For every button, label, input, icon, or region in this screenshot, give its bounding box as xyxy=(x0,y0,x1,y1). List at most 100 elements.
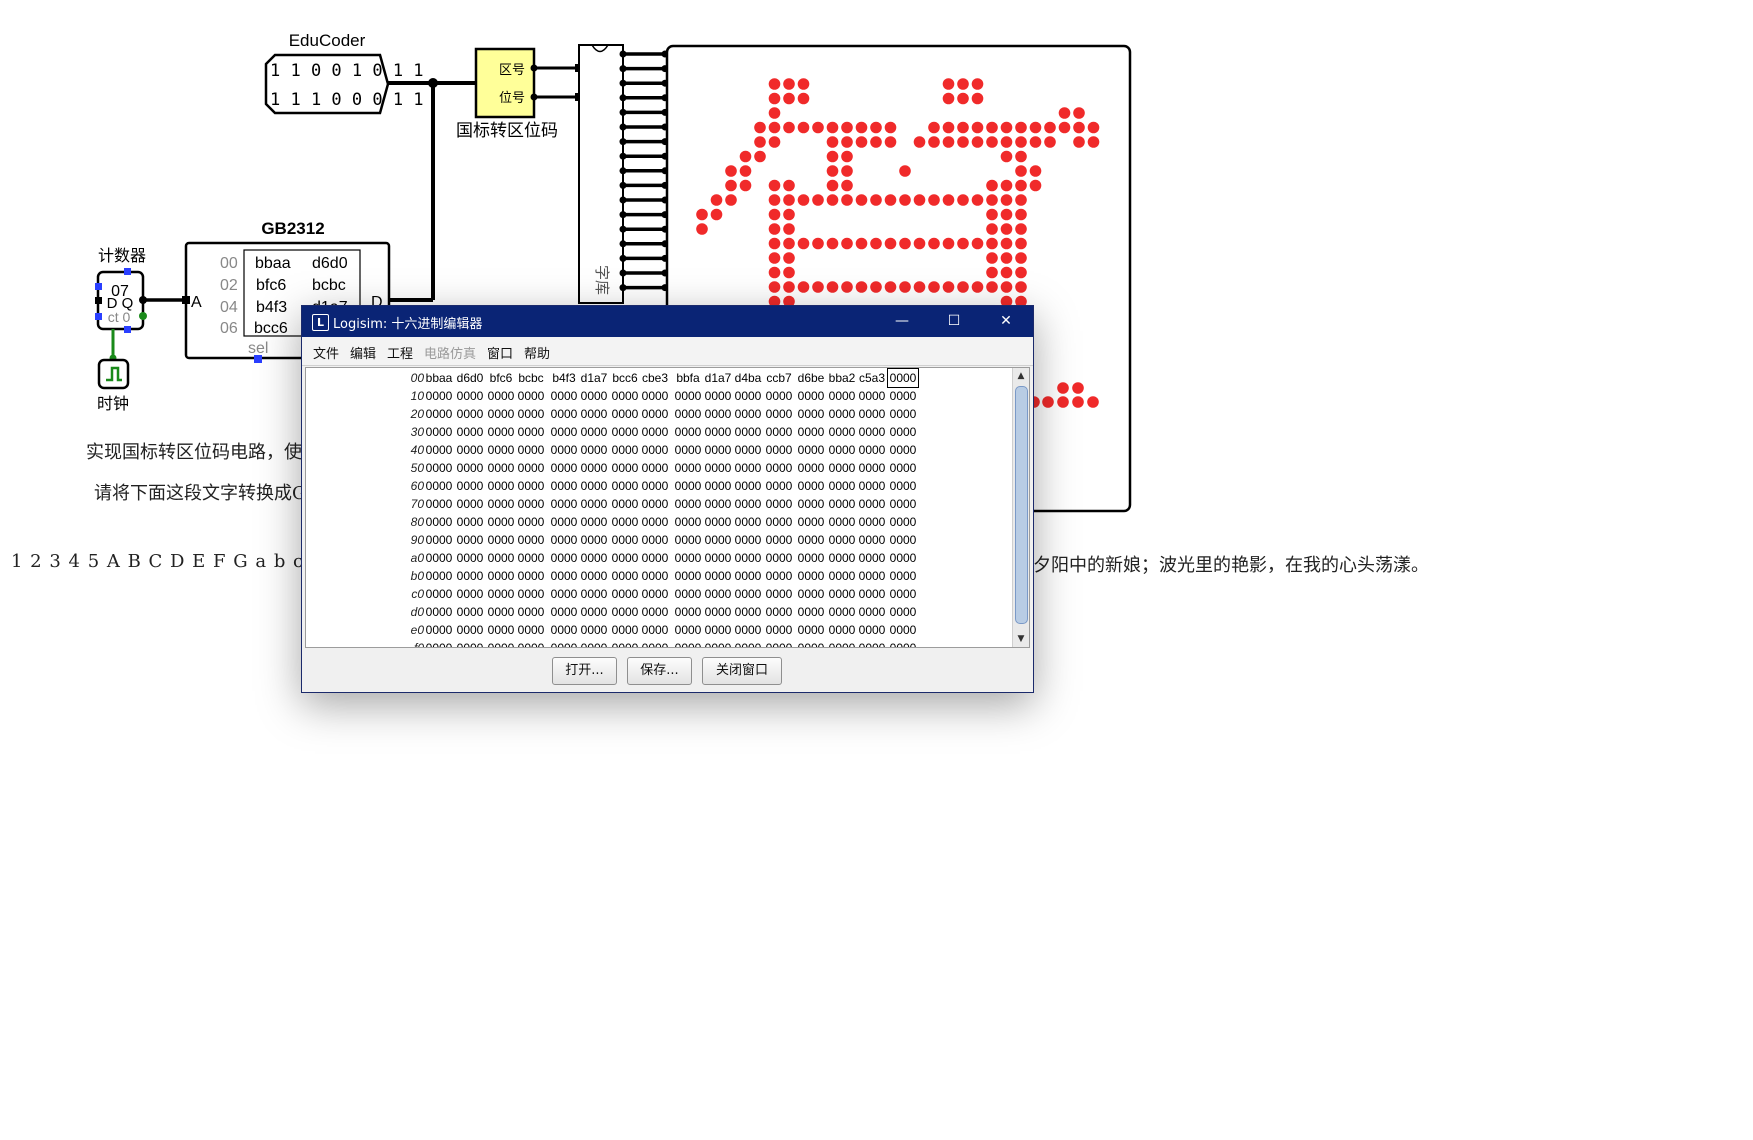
clock-block[interactable] xyxy=(97,358,130,390)
menu-project[interactable]: 工程 xyxy=(387,347,414,362)
hex-cell[interactable]: 0000 xyxy=(641,605,669,619)
hex-cell[interactable]: 0000 xyxy=(517,443,545,457)
hex-cell[interactable]: 0000 xyxy=(456,587,484,601)
hex-cell[interactable]: 0000 xyxy=(734,551,762,565)
title-bar[interactable]: L Logisim: 十六进制编辑器 — ☐ ✕ xyxy=(302,306,1033,337)
hex-cell[interactable]: 0000 xyxy=(641,443,669,457)
hex-cell[interactable]: 0000 xyxy=(580,461,608,475)
hex-cell[interactable]: 0000 xyxy=(456,443,484,457)
hex-cell[interactable]: 0000 xyxy=(456,407,484,421)
hex-cell[interactable]: 0000 xyxy=(889,515,917,529)
hex-cell[interactable]: 0000 xyxy=(641,641,669,648)
hex-cell[interactable]: 0000 xyxy=(517,407,545,421)
hex-cell[interactable]: 0000 xyxy=(641,407,669,421)
hex-cell[interactable]: 0000 xyxy=(425,533,453,547)
counter-pin[interactable] xyxy=(95,297,102,304)
hex-cell[interactable]: 0000 xyxy=(674,443,702,457)
hex-cell[interactable]: 0000 xyxy=(765,497,793,511)
maximize-button[interactable]: ☐ xyxy=(947,313,961,329)
hex-cell[interactable]: 0000 xyxy=(425,461,453,475)
hex-cell[interactable]: 0000 xyxy=(580,443,608,457)
hex-cell[interactable]: 0000 xyxy=(487,605,515,619)
hex-cell[interactable]: 0000 xyxy=(828,569,856,583)
hex-cell[interactable]: 0000 xyxy=(889,587,917,601)
hex-cell[interactable]: 0000 xyxy=(734,569,762,583)
hex-cell[interactable]: 0000 xyxy=(674,641,702,648)
hex-cell[interactable]: 0000 xyxy=(858,461,886,475)
hex-cell[interactable]: 0000 xyxy=(611,623,639,637)
hex-cell[interactable]: d1a7 xyxy=(580,371,608,385)
hex-cell[interactable]: 0000 xyxy=(797,551,825,565)
hex-cell[interactable]: 0000 xyxy=(641,425,669,439)
hex-cell[interactable]: 0000 xyxy=(889,551,917,565)
hex-cell[interactable]: 0000 xyxy=(550,407,578,421)
hex-cell[interactable]: 0000 xyxy=(611,533,639,547)
hex-cell[interactable]: 0000 xyxy=(580,479,608,493)
hex-cell[interactable]: c5a3 xyxy=(858,371,886,385)
hex-cell[interactable]: 0000 xyxy=(828,479,856,493)
hex-cell[interactable]: 0000 xyxy=(797,641,825,648)
minimize-button[interactable]: — xyxy=(895,313,909,329)
hex-cell[interactable]: 0000 xyxy=(858,407,886,421)
hex-cell[interactable]: 0000 xyxy=(889,533,917,547)
hex-cell[interactable]: 0000 xyxy=(611,407,639,421)
hex-cell[interactable]: 0000 xyxy=(580,497,608,511)
hex-cell[interactable]: 0000 xyxy=(456,623,484,637)
hex-cell[interactable]: 0000 xyxy=(797,443,825,457)
hex-cell[interactable]: 0000 xyxy=(828,425,856,439)
hex-cell[interactable]: 0000 xyxy=(611,551,639,565)
hex-cell[interactable]: 0000 xyxy=(425,479,453,493)
hex-cell[interactable]: 0000 xyxy=(611,515,639,529)
hex-cell[interactable]: 0000 xyxy=(674,587,702,601)
hex-cell[interactable]: 0000 xyxy=(858,497,886,511)
hex-cell[interactable]: 0000 xyxy=(580,569,608,583)
hex-cell[interactable]: 0000 xyxy=(674,515,702,529)
hex-cell[interactable]: 0000 xyxy=(425,443,453,457)
hex-cell[interactable]: 0000 xyxy=(704,461,732,475)
hex-cell[interactable]: 0000 xyxy=(517,605,545,619)
hex-cell[interactable]: 0000 xyxy=(580,425,608,439)
hex-cell[interactable]: 0000 xyxy=(797,479,825,493)
hex-cell[interactable]: 0000 xyxy=(425,623,453,637)
hex-cell[interactable]: 0000 xyxy=(704,515,732,529)
hex-cell[interactable]: 0000 xyxy=(641,569,669,583)
hex-cell[interactable]: ccb7 xyxy=(766,371,792,385)
hex-cell[interactable]: 0000 xyxy=(425,551,453,565)
hex-cell[interactable]: 0000 xyxy=(517,497,545,511)
hex-cell[interactable]: 0000 xyxy=(674,461,702,475)
hex-cell[interactable]: 0000 xyxy=(550,443,578,457)
hex-cell[interactable]: 0000 xyxy=(425,569,453,583)
menu-window[interactable]: 窗口 xyxy=(487,347,514,362)
hex-cell[interactable]: 0000 xyxy=(550,497,578,511)
hex-cell[interactable]: 0000 xyxy=(704,533,732,547)
hex-cell[interactable]: 0000 xyxy=(550,389,578,403)
hex-cell[interactable]: 0000 xyxy=(611,587,639,601)
hex-cell[interactable]: 0000 xyxy=(828,461,856,475)
hex-cell[interactable]: 0000 xyxy=(734,425,762,439)
hex-cell[interactable]: d1a7 xyxy=(704,371,732,385)
hex-cell[interactable]: 0000 xyxy=(889,425,917,439)
hex-cell[interactable]: 0000 xyxy=(889,443,917,457)
hex-cell[interactable]: 0000 xyxy=(456,425,484,439)
hex-cell[interactable]: 0000 xyxy=(828,641,856,648)
hex-cell[interactable]: 0000 xyxy=(550,551,578,565)
hex-cell[interactable]: 0000 xyxy=(487,515,515,529)
hex-cell[interactable]: 0000 xyxy=(828,389,856,403)
open-button[interactable]: 打开... xyxy=(552,657,617,685)
hex-cell[interactable]: 0000 xyxy=(887,368,919,388)
hex-cell[interactable]: 0000 xyxy=(828,551,856,565)
hex-cell[interactable]: 0000 xyxy=(487,389,515,403)
hex-cell[interactable]: 0000 xyxy=(734,443,762,457)
hex-cell[interactable]: d6d0 xyxy=(456,371,484,385)
hex-cell[interactable]: 0000 xyxy=(734,515,762,529)
hex-cell[interactable]: 0000 xyxy=(641,533,669,547)
hex-cell[interactable]: 0000 xyxy=(611,389,639,403)
hex-cell[interactable]: 0000 xyxy=(674,569,702,583)
hex-cell[interactable]: 0000 xyxy=(765,551,793,565)
hex-cell[interactable]: 0000 xyxy=(765,443,793,457)
hex-cell[interactable]: 0000 xyxy=(858,533,886,547)
hex-cell[interactable]: 0000 xyxy=(425,515,453,529)
hex-cell[interactable]: 0000 xyxy=(487,461,515,475)
hex-cell[interactable]: 0000 xyxy=(550,569,578,583)
